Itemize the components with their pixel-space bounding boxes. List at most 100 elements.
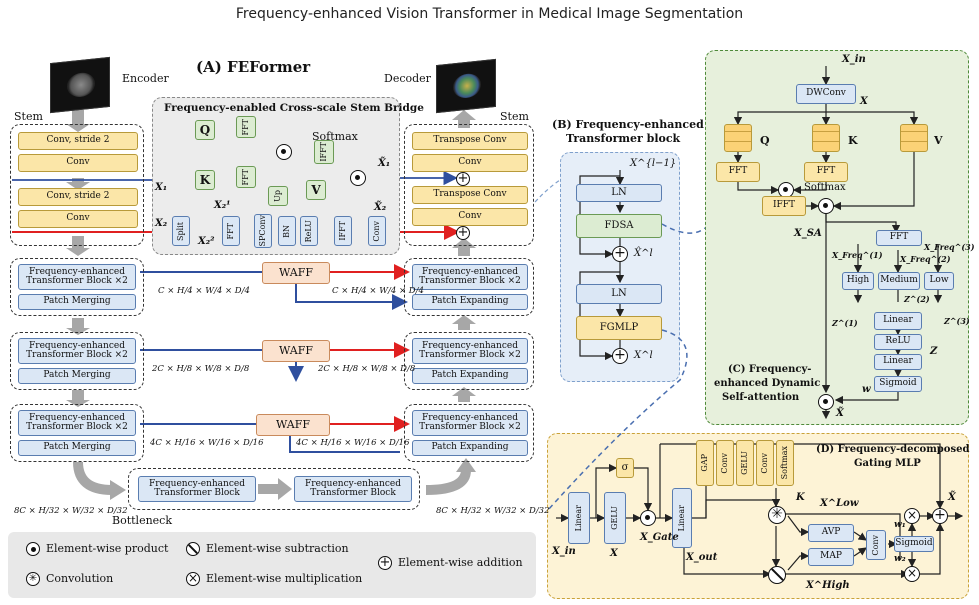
c-xf1: X_Freq^(1) bbox=[832, 250, 883, 260]
d-gelu: GELU bbox=[604, 492, 626, 544]
bridge-softmax: Softmax bbox=[312, 130, 358, 143]
bridge-ifft-2: IFFT bbox=[334, 216, 352, 246]
encoder-stage-1 bbox=[10, 258, 144, 316]
conv-2: Conv bbox=[18, 210, 138, 228]
d-x: X bbox=[610, 548, 618, 559]
bridge-title: Frequency-enabled Cross-scale Stem Bridg… bbox=[164, 102, 424, 114]
c-xf3: X_Freq^(3) bbox=[924, 242, 975, 252]
waff-2: WAFF bbox=[262, 340, 330, 362]
b-ln-1: LN bbox=[576, 184, 662, 202]
legend-addition-label: Element-wise addition bbox=[398, 556, 523, 569]
dim-label-4b: 8C × H/32 × W/32 × D/32 bbox=[436, 506, 550, 516]
bottleneck-fe-block-1: Frequency-enhanced Transformer Block bbox=[138, 476, 256, 502]
encoder-label: Encoder bbox=[122, 72, 169, 85]
legend-addition-icon: + bbox=[378, 555, 392, 570]
bridge-x2-2: X₂² bbox=[198, 236, 215, 247]
enc3-fe-block: Frequency-enhanced Transformer Block ×2 bbox=[18, 410, 136, 436]
legend-subtraction-label: Element-wise subtraction bbox=[206, 542, 349, 555]
stem-left-label: Stem bbox=[14, 110, 43, 123]
d-map: MAP bbox=[808, 548, 854, 566]
figure-title: Frequency-enhanced Vision Transformer in… bbox=[235, 6, 744, 22]
bridge-q-cube: Q bbox=[195, 120, 215, 140]
waff-3: WAFF bbox=[256, 414, 330, 436]
d-avp: AVP bbox=[808, 524, 854, 542]
legend-multiplication-icon: × bbox=[186, 571, 200, 586]
c-product-op-2 bbox=[818, 198, 834, 214]
bottleneck-arrow-left bbox=[73, 461, 113, 495]
c-linear-2: Linear bbox=[874, 354, 922, 370]
enc3-patch-merging: Patch Merging bbox=[18, 440, 136, 456]
c-k-cube bbox=[812, 124, 840, 152]
d-mult-op-2: × bbox=[904, 566, 920, 582]
bridge-product-op-1 bbox=[276, 144, 292, 160]
waff-1: WAFF bbox=[262, 262, 330, 284]
dec1-patch-expanding: Patch Expanding bbox=[412, 294, 528, 310]
dec3-patch-expanding: Patch Expanding bbox=[412, 440, 528, 456]
b-xin: X^{l−1} bbox=[630, 158, 677, 169]
panel-b-title-1: (B) Frequency-enhanced bbox=[552, 118, 704, 131]
c-q-cube bbox=[724, 124, 752, 152]
d-xt: X̃ bbox=[948, 492, 956, 503]
b-xout: X^l bbox=[634, 350, 653, 361]
c-w: w bbox=[862, 384, 871, 395]
c-z2: Z^(2) bbox=[904, 294, 930, 304]
c-z1: Z^(1) bbox=[832, 318, 858, 328]
dim-label-2a: 2C × H/8 × W/8 × D/8 bbox=[152, 364, 250, 374]
bridge-x2: X₂ bbox=[155, 218, 168, 229]
d-w2: w₂ bbox=[894, 554, 906, 564]
c-low: Low bbox=[924, 272, 954, 290]
dec2-patch-expanding: Patch Expanding bbox=[412, 368, 528, 384]
bottleneck-panel bbox=[128, 468, 420, 510]
d-xgate: X_Gate bbox=[640, 532, 679, 543]
c-high: High bbox=[842, 272, 874, 290]
bridge-xt1: X̃₁ bbox=[378, 158, 391, 169]
dim-label-3a: 4C × H/16 × W/16 × D/16 bbox=[150, 438, 264, 448]
conv-stride2-1: Conv, stride 2 bbox=[18, 132, 138, 150]
c-product-op-3 bbox=[818, 394, 834, 410]
c-xin: X_in bbox=[842, 54, 866, 65]
dim-label-3b: 4C × H/16 × W/16 × D/16 bbox=[296, 438, 410, 448]
decoder-stage-3 bbox=[404, 404, 534, 462]
b-ln-2: LN bbox=[576, 284, 662, 304]
enc2-patch-merging: Patch Merging bbox=[18, 368, 136, 384]
bridge-bn: BN bbox=[278, 216, 296, 246]
c-softmax: Softmax bbox=[804, 182, 846, 193]
decoder-stem-panel bbox=[404, 124, 534, 246]
dim-label-1a: C × H/4 × W/4 × D/4 bbox=[158, 286, 250, 296]
b-add-op-1: + bbox=[612, 246, 628, 262]
d-add-op: + bbox=[932, 508, 948, 524]
bridge-fft-q: FFT bbox=[236, 116, 256, 138]
dec3-fe-block: Frequency-enhanced Transformer Block ×2 bbox=[412, 410, 528, 436]
d-product-op bbox=[640, 510, 656, 526]
d-gelu-2: GELU bbox=[736, 440, 754, 486]
d-sigmoid: Sigmoid bbox=[894, 536, 934, 552]
bridge-v-cube: V bbox=[306, 180, 326, 200]
d-convolution-op: ✳ bbox=[768, 506, 786, 524]
bridge-product-op-2 bbox=[350, 170, 366, 186]
dec-add-op-1: + bbox=[456, 171, 470, 186]
dec-conv-2: Conv bbox=[412, 208, 528, 226]
bridge-split: Split bbox=[172, 216, 190, 246]
c-medium: Medium bbox=[878, 272, 920, 290]
encoder-stage-3 bbox=[10, 404, 144, 462]
c-ifft: IFFT bbox=[762, 196, 806, 216]
dim-label-1b: C × H/4 × W/4 × D/4 bbox=[332, 286, 424, 296]
dec-transpose-conv-1: Transpose Conv bbox=[412, 132, 528, 150]
b-fgmlp: FGMLP bbox=[576, 316, 662, 340]
d-xout: X_out bbox=[686, 552, 718, 563]
legend-multiplication-label: Element-wise multiplication bbox=[206, 572, 363, 585]
c-z: Z bbox=[930, 346, 938, 357]
bridge-x2-1: X₂¹ bbox=[214, 200, 231, 211]
decoder-stage-1 bbox=[404, 258, 534, 316]
panel-c-title-1: (C) Frequency- bbox=[728, 364, 812, 375]
panel-c-title-3: Self-attention bbox=[722, 392, 800, 403]
c-v-cube bbox=[900, 124, 928, 152]
b-add-op-2: + bbox=[612, 348, 628, 364]
bridge-spconv: SPConv bbox=[254, 214, 272, 248]
bridge-k-cube: K bbox=[195, 170, 215, 190]
d-conv-3: Conv bbox=[866, 530, 886, 560]
panel-b-title-2: Transformer block bbox=[566, 132, 681, 145]
legend-convolution-icon: ✳ bbox=[26, 572, 40, 586]
bridge-conv: Conv bbox=[368, 216, 386, 246]
output-seg-image bbox=[436, 58, 496, 114]
